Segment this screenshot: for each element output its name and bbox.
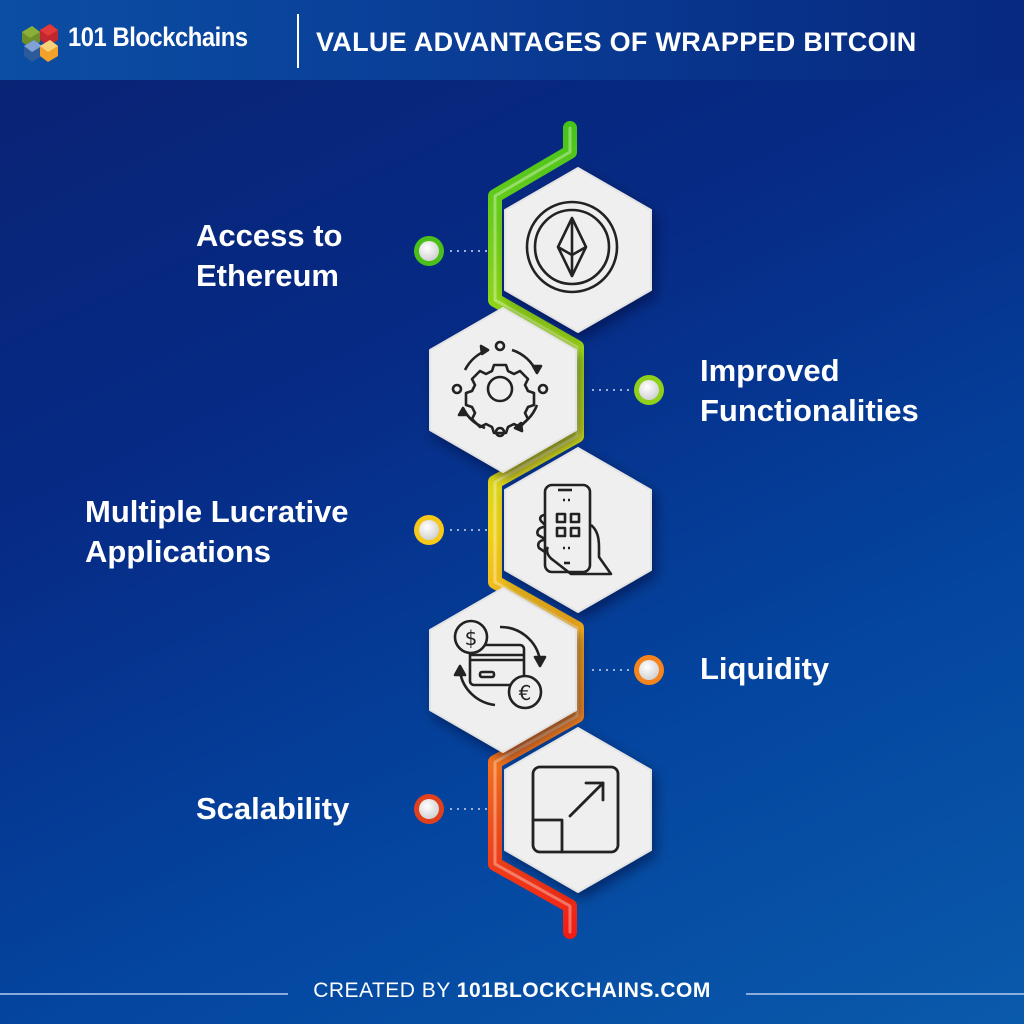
label-line: Improved xyxy=(700,353,840,388)
page-title: VALUE ADVANTAGES OF WRAPPED BITCOIN xyxy=(316,27,917,57)
timeline-path xyxy=(488,121,584,939)
logo-cubes-icon xyxy=(22,24,58,62)
footer-credit: CREATED BY 101BLOCKCHAINS.COM xyxy=(0,979,1024,1003)
connector-5 xyxy=(414,794,488,824)
item-label-scalability: Scalability xyxy=(196,789,349,829)
item-label-improved-functionalities: Improved Functionalities xyxy=(700,351,919,431)
label-line: Ethereum xyxy=(196,258,339,293)
footer-site-link[interactable]: 101BLOCKCHAINS.COM xyxy=(456,979,711,1002)
mobile-apps-hand-icon xyxy=(536,483,613,576)
label-line: Multiple Lucrative xyxy=(85,494,349,529)
ethereum-coin-icon xyxy=(525,200,619,294)
header-bar: 101 Blockchains VALUE ADVANTAGES OF WRAP… xyxy=(0,0,1024,80)
item-label-access-to-ethereum: Access to Ethereum xyxy=(196,216,342,296)
header-divider xyxy=(297,14,299,68)
footer-divider-right xyxy=(746,993,1024,995)
label-line: Functionalities xyxy=(700,393,919,428)
svg-text:€: € xyxy=(519,681,532,705)
connector-4 xyxy=(592,655,664,685)
connector-1 xyxy=(414,236,488,266)
connector-3 xyxy=(414,515,488,545)
label-line: Scalability xyxy=(196,791,350,826)
gear-cycle-icon xyxy=(451,340,549,438)
item-label-multiple-lucrative-applications: Multiple Lucrative Applications xyxy=(85,492,349,572)
label-line: Liquidity xyxy=(700,651,830,686)
footer-prefix: CREATED BY xyxy=(313,979,457,1002)
brand-name: 101 Blockchains xyxy=(68,22,248,52)
connector-2 xyxy=(592,375,664,405)
hexagon-1 xyxy=(504,167,652,333)
currency-exchange-card-icon: $ € xyxy=(453,619,547,710)
item-label-liquidity: Liquidity xyxy=(700,649,829,689)
label-line: Access to xyxy=(196,218,343,253)
hexagon-5 xyxy=(504,727,652,893)
hexagon-2 xyxy=(429,307,577,473)
scale-up-arrow-icon xyxy=(531,765,620,854)
label-line: Applications xyxy=(85,534,272,569)
svg-text:$: $ xyxy=(465,626,478,650)
footer-divider-left xyxy=(0,993,288,995)
